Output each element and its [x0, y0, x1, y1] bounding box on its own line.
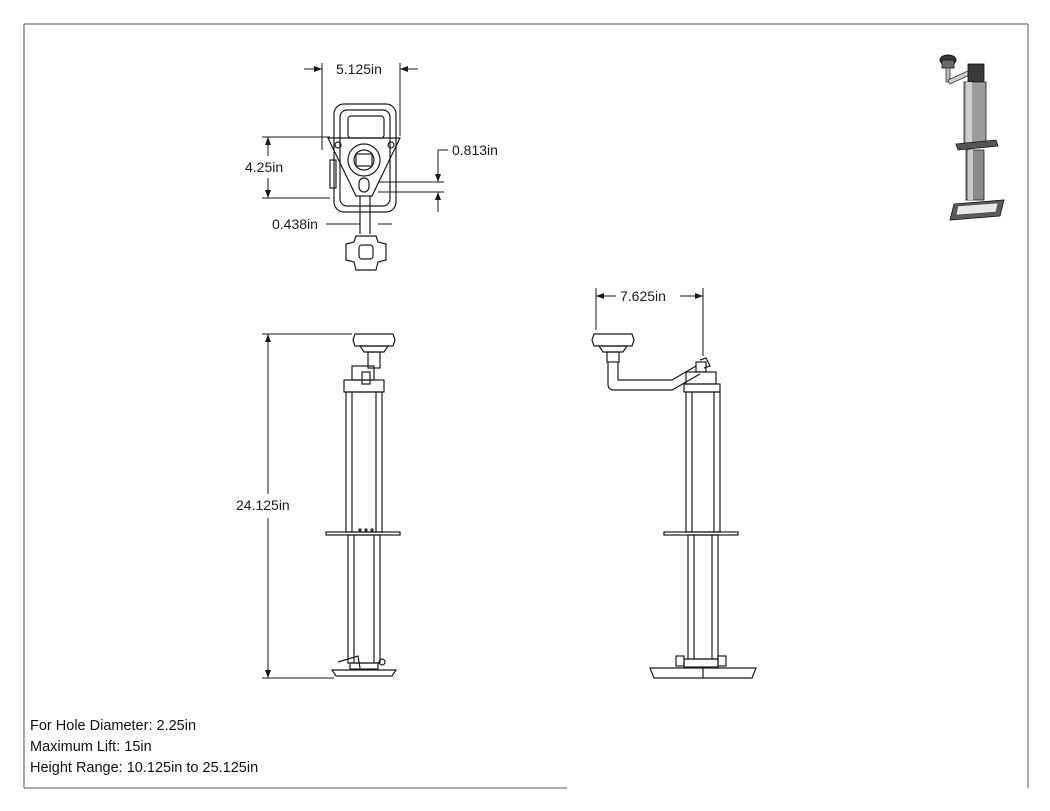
front-view-dimensions	[262, 333, 352, 679]
side-view	[591, 333, 757, 679]
top-view-dimensions	[262, 63, 448, 225]
sheet-frame	[23, 23, 1029, 789]
front-view	[325, 333, 401, 677]
top-view-arrows	[265, 66, 441, 200]
dim-top-height: 4.25in	[245, 159, 283, 175]
spec-hole-diameter: For Hole Diameter: 2.25in	[30, 718, 197, 734]
dim-top-handle: 0.438in	[272, 216, 318, 232]
isometric-render	[939, 54, 1005, 221]
dim-overall-height: 24.125in	[236, 497, 290, 513]
top-view	[327, 103, 401, 271]
front-view-arrows	[265, 334, 271, 678]
spec-notes: For Hole Diameter: 2.25in Maximum Lift: …	[30, 716, 258, 779]
dim-top-width: 5.125in	[336, 61, 382, 77]
spec-height-range: Height Range: 10.125in to 25.125in	[30, 760, 259, 776]
dim-handle-reach: 7.625in	[620, 288, 666, 304]
dim-top-offset: 0.813in	[452, 142, 498, 158]
spec-max-lift: Maximum Lift: 15in	[30, 739, 152, 755]
side-view-arrows	[596, 293, 703, 299]
